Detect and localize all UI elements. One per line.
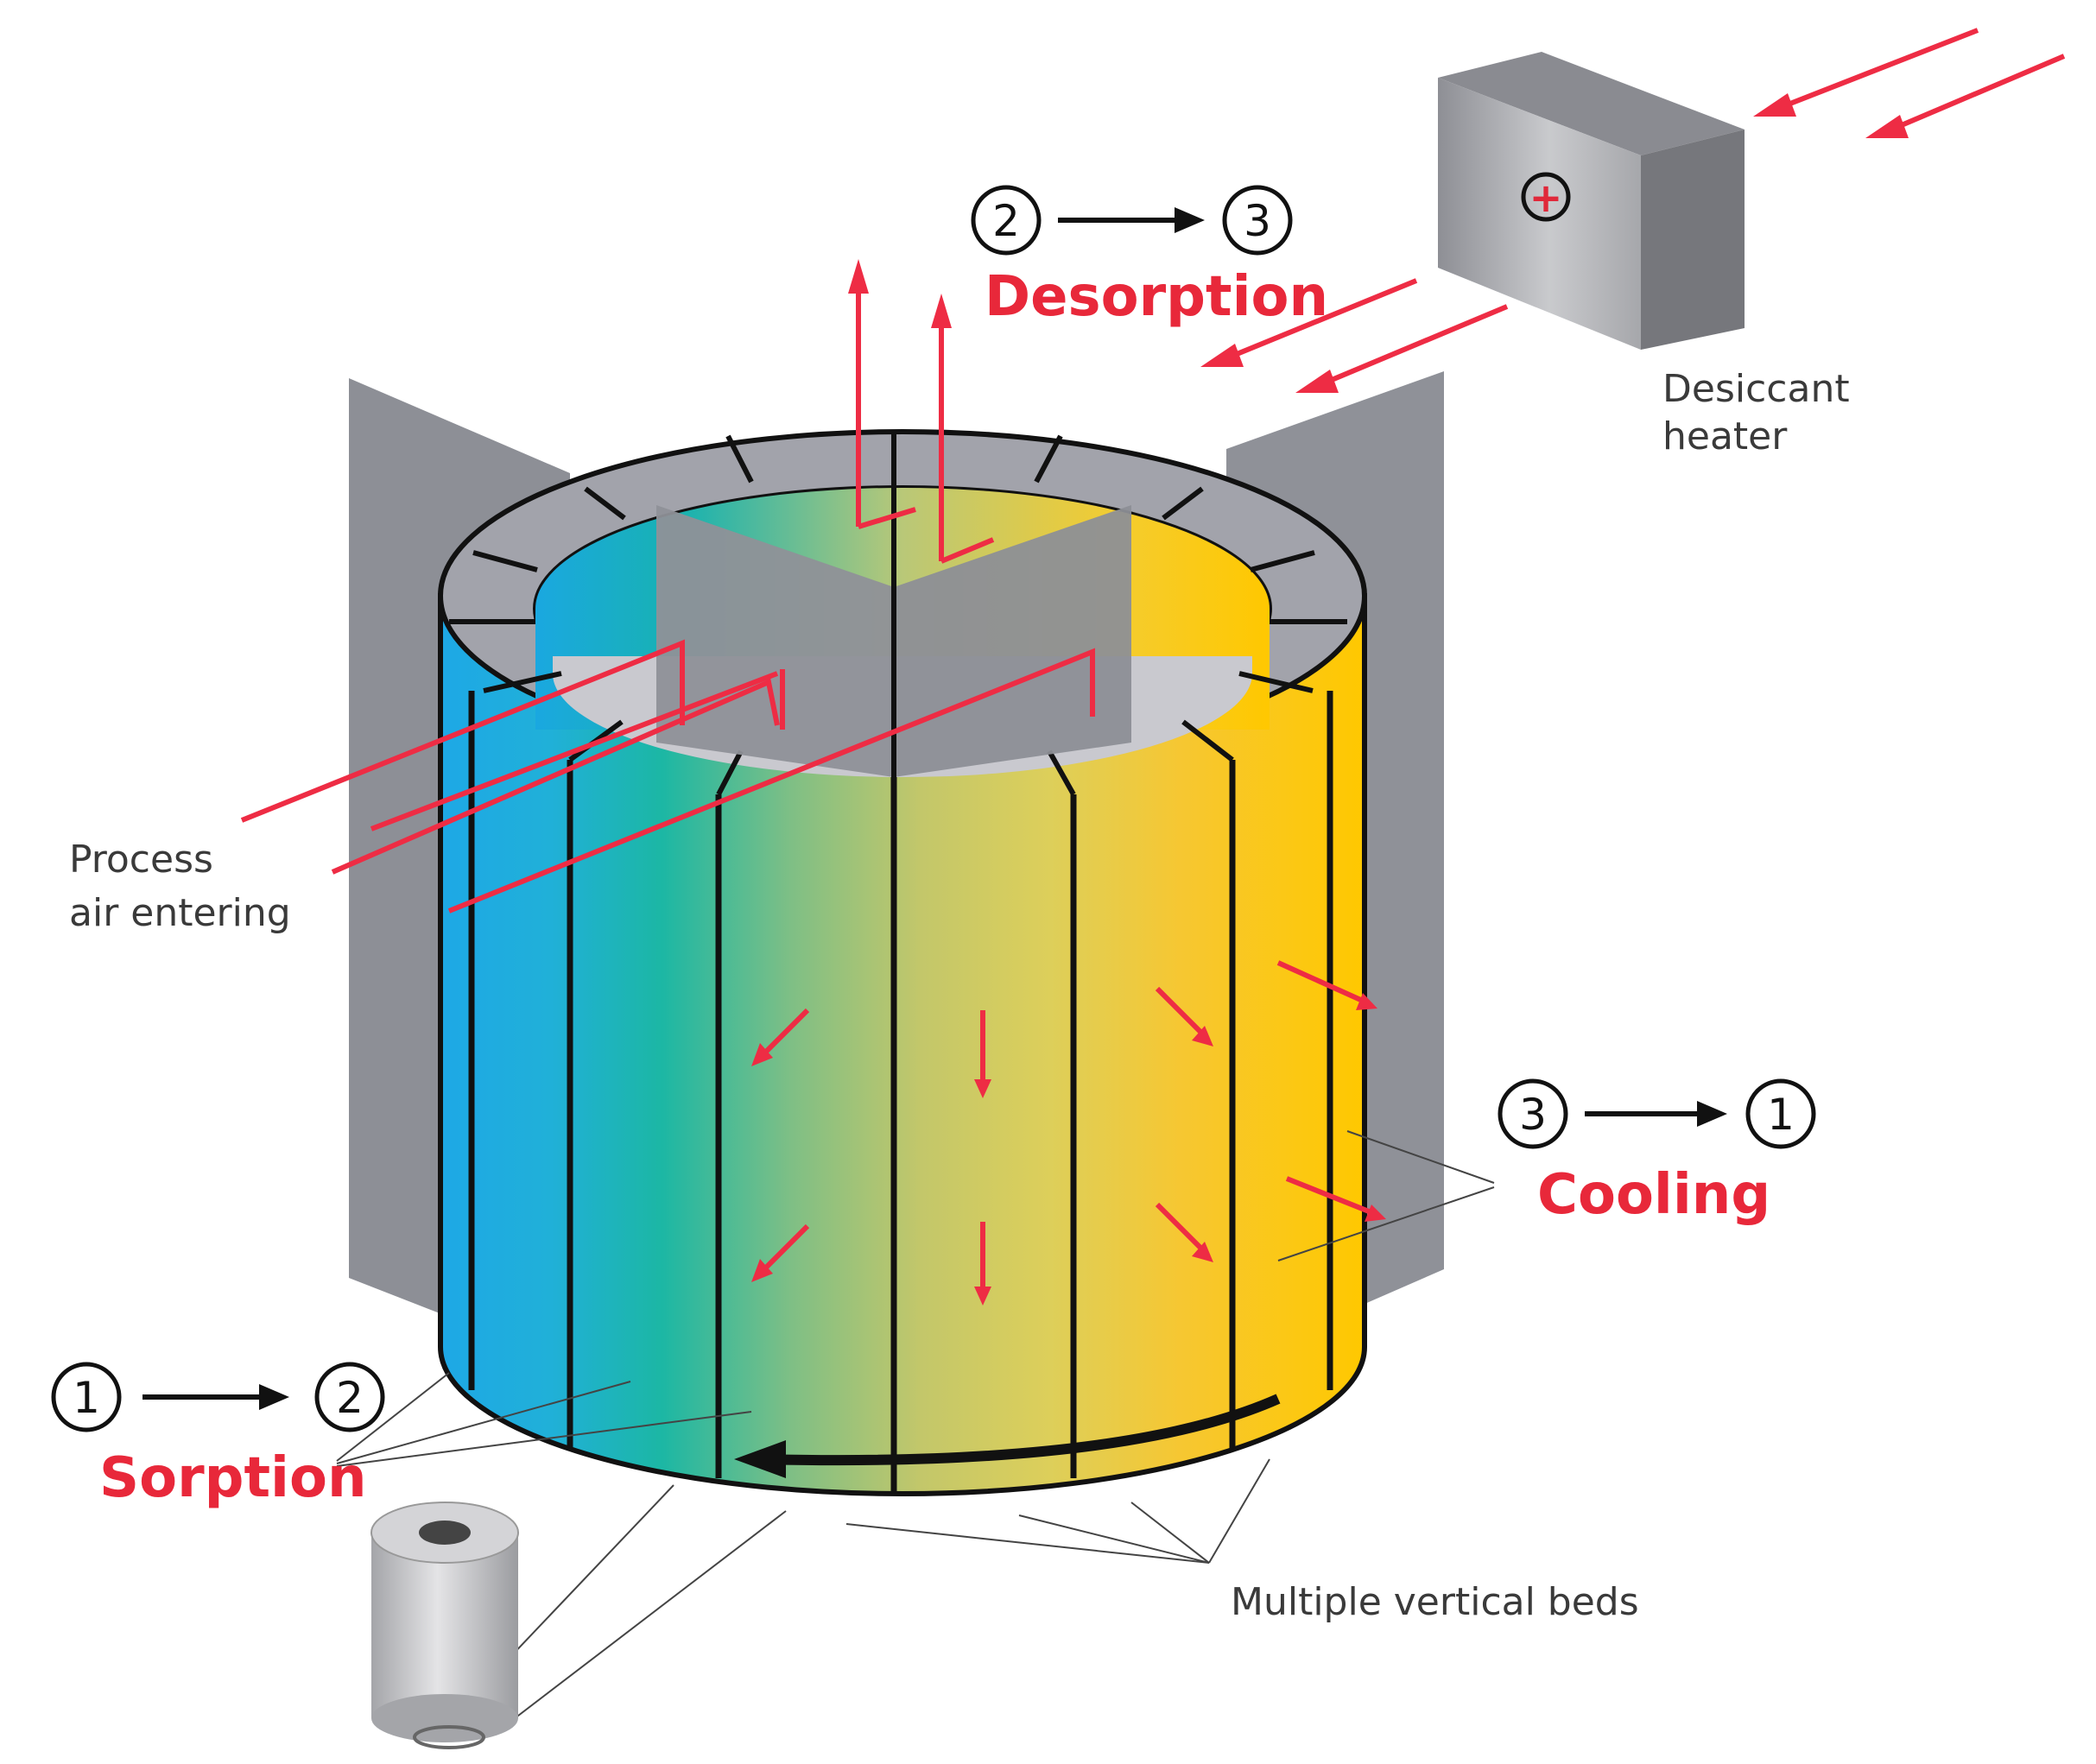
rotation-arrow: [734, 1394, 1281, 1478]
process-air-line1: Process: [69, 838, 213, 882]
desorption-label: Desorption: [985, 265, 1328, 329]
stage-cooling-from: 3: [1519, 1090, 1547, 1140]
drive-motor: [370, 1484, 787, 1749]
process-air-line2: air entering: [69, 891, 291, 935]
heater-arrows: [1200, 28, 2066, 393]
stage-sorption-to: 2: [336, 1373, 364, 1423]
heater-symbol: +: [1529, 174, 1563, 221]
desiccant-wheel: [437, 429, 1368, 1496]
cooling-label: Cooling: [1537, 1163, 1770, 1227]
heater-plus-icon: +: [1521, 172, 1571, 222]
desiccant-heater: +: [1438, 52, 1745, 350]
stage-sorption: 1 2 Sorption: [51, 1362, 385, 1510]
stage-desorption-from: 2: [992, 196, 1020, 246]
process-air-label: Process air entering: [69, 838, 291, 935]
process-air-arrows: [240, 639, 1095, 914]
partition-center-left: [656, 505, 894, 777]
bed-flow-arrows: [751, 960, 1386, 1306]
vertical-beds-label: Multiple vertical beds: [1231, 1580, 1639, 1624]
sorption-label: Sorption: [99, 1446, 367, 1510]
bed-dividers: [468, 691, 1333, 1492]
desorption-up-arrows: [848, 259, 995, 564]
stage-sorption-from: 1: [73, 1373, 100, 1423]
heater-label-line2: heater: [1662, 414, 1788, 458]
stage-cooling-to: 1: [1767, 1090, 1795, 1140]
leader-lines: [336, 1130, 1495, 1564]
stage-desorption-to: 3: [1244, 196, 1271, 246]
stage-cooling: 3 1 Cooling: [1498, 1078, 1816, 1227]
heater-label-line1: Desiccant: [1662, 367, 1850, 411]
stage-desorption: 2 3 Desorption: [971, 185, 1328, 329]
heater-label: Desiccant heater: [1662, 367, 1850, 458]
